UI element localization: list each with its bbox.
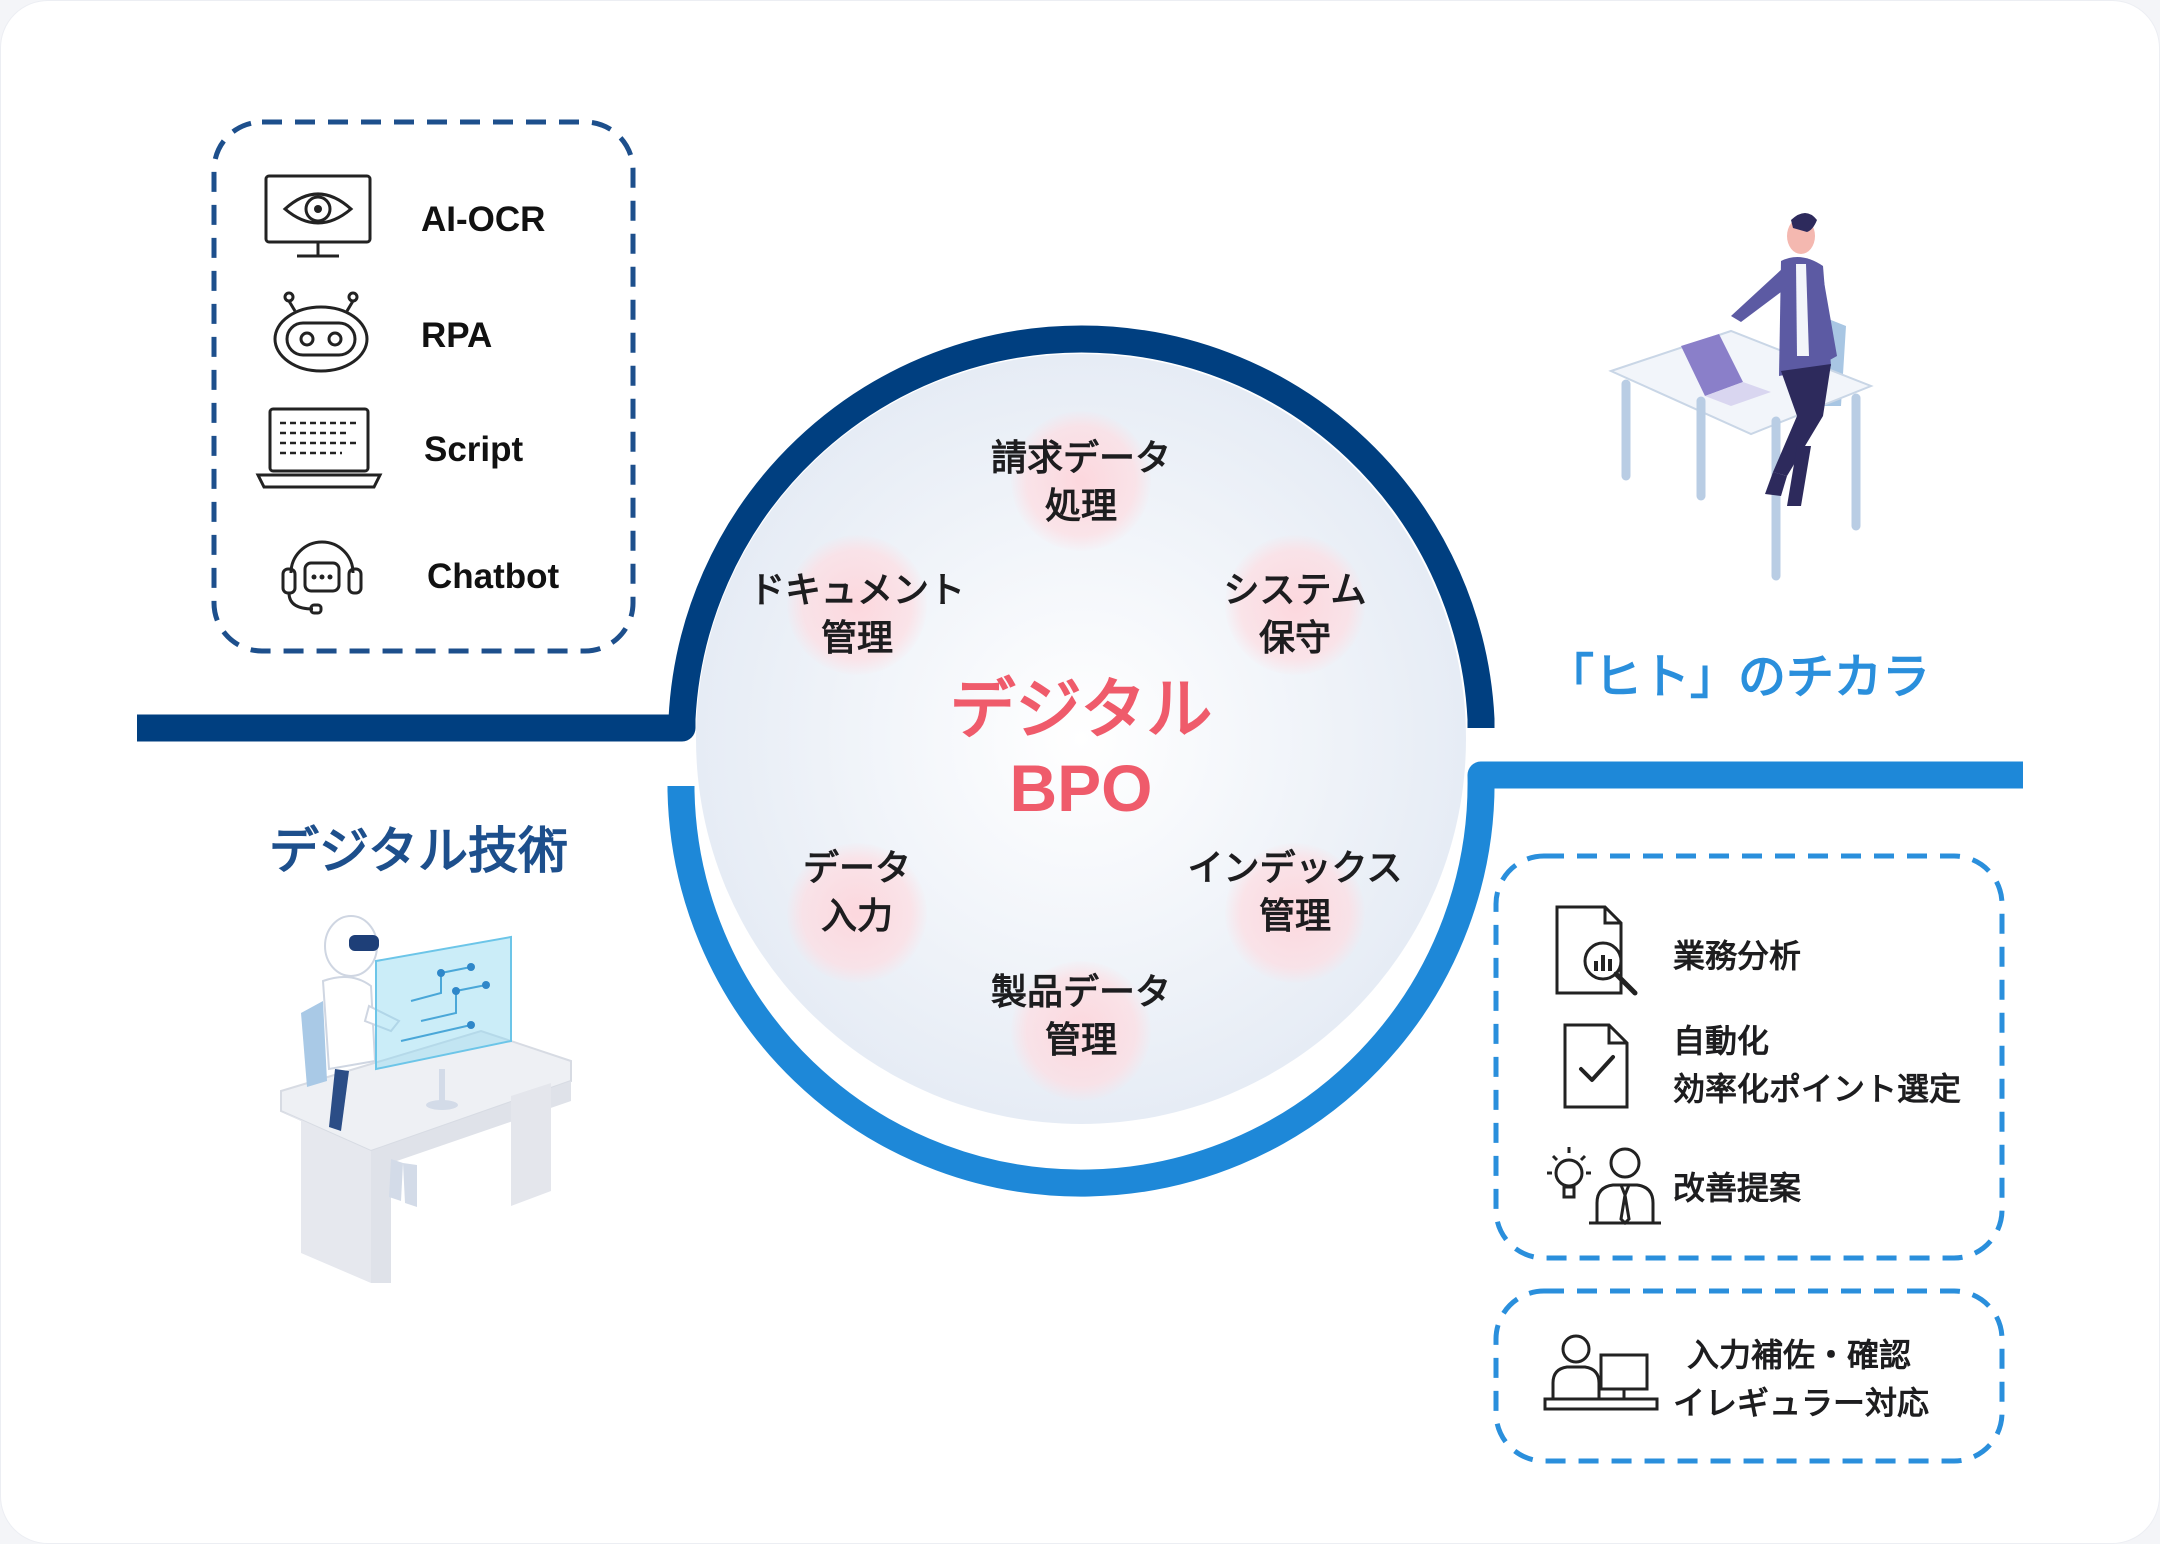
light-blue-line [667, 761, 2023, 1197]
tool-label-rpa: RPA [421, 316, 493, 355]
tool-label-script: Script [424, 430, 524, 469]
system-blob [1225, 535, 1365, 675]
seihin-blob [1011, 961, 1151, 1101]
robot-workstation-illustration [280, 915, 572, 1283]
right-heading: 「ヒト」のチカラ [1546, 649, 1931, 705]
task-label-jidoka: 自動化 効率化ポイント選定 [1673, 1022, 1962, 1108]
document-check-icon [1563, 1023, 1629, 1109]
service-index: インデックス 管理 [1187, 848, 1403, 937]
dark-blue-line [137, 325, 1495, 742]
service-data-input: データ 入力 [802, 848, 911, 937]
document-analysis-icon [1555, 905, 1638, 996]
center-title: デジタル BPO [881, 671, 1281, 827]
center-title-line1: デジタル [949, 671, 1213, 748]
support-box [1493, 1288, 2005, 1464]
laptop-code-icon [255, 407, 383, 489]
human-tasks-box [1493, 853, 2005, 1261]
service-seikyu-data: 請求データ 処理 [990, 438, 1171, 527]
tool-label-ai-ocr: AI-OCR [421, 200, 546, 239]
tool-label-chatbot: Chatbot [427, 557, 560, 596]
index-blob [1225, 843, 1365, 983]
center-title-line2: BPO [1009, 751, 1153, 825]
chatbot-headset-icon [281, 540, 363, 615]
service-seihin-data: 製品データ 管理 [990, 972, 1171, 1061]
tools-box [211, 119, 636, 654]
robot-face-icon [273, 291, 369, 373]
person-computer-icon [1543, 1334, 1659, 1411]
seikyu-blob [1011, 411, 1151, 551]
service-system: システム 保守 [1223, 570, 1367, 659]
idea-person-icon [1547, 1147, 1661, 1225]
task-label-kaizen-teian: 改善提案 [1673, 1169, 1802, 1207]
support-label: 入力補佐・確認 イレギュラー対応 [1673, 1336, 1930, 1422]
document-blob [787, 535, 927, 675]
woman-desk-illustration [1608, 213, 1874, 581]
left-heading: デジタル技術 [269, 822, 568, 880]
service-document: ドキュメント 管理 [748, 570, 965, 659]
eye-monitor-icon [264, 174, 372, 258]
task-label-gyomu-bunseki: 業務分析 [1673, 937, 1802, 975]
data-input-blob [787, 843, 927, 983]
